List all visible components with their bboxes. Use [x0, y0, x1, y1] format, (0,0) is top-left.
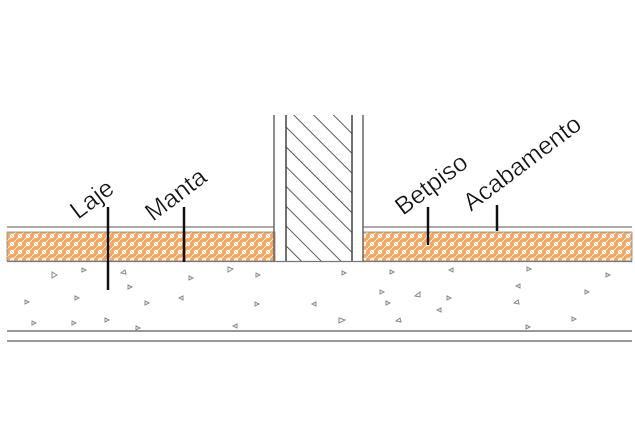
label-acabamento: Acabamento — [458, 110, 587, 217]
insulation-layer-left — [6, 231, 276, 262]
label-laje: Laje — [65, 174, 120, 225]
wall — [273, 115, 364, 261]
insulation-layer-right — [362, 231, 633, 262]
label-manta: Manta — [140, 163, 212, 227]
slab-aggregate — [24, 266, 612, 331]
label-betpiso: Betpiso — [390, 148, 473, 221]
